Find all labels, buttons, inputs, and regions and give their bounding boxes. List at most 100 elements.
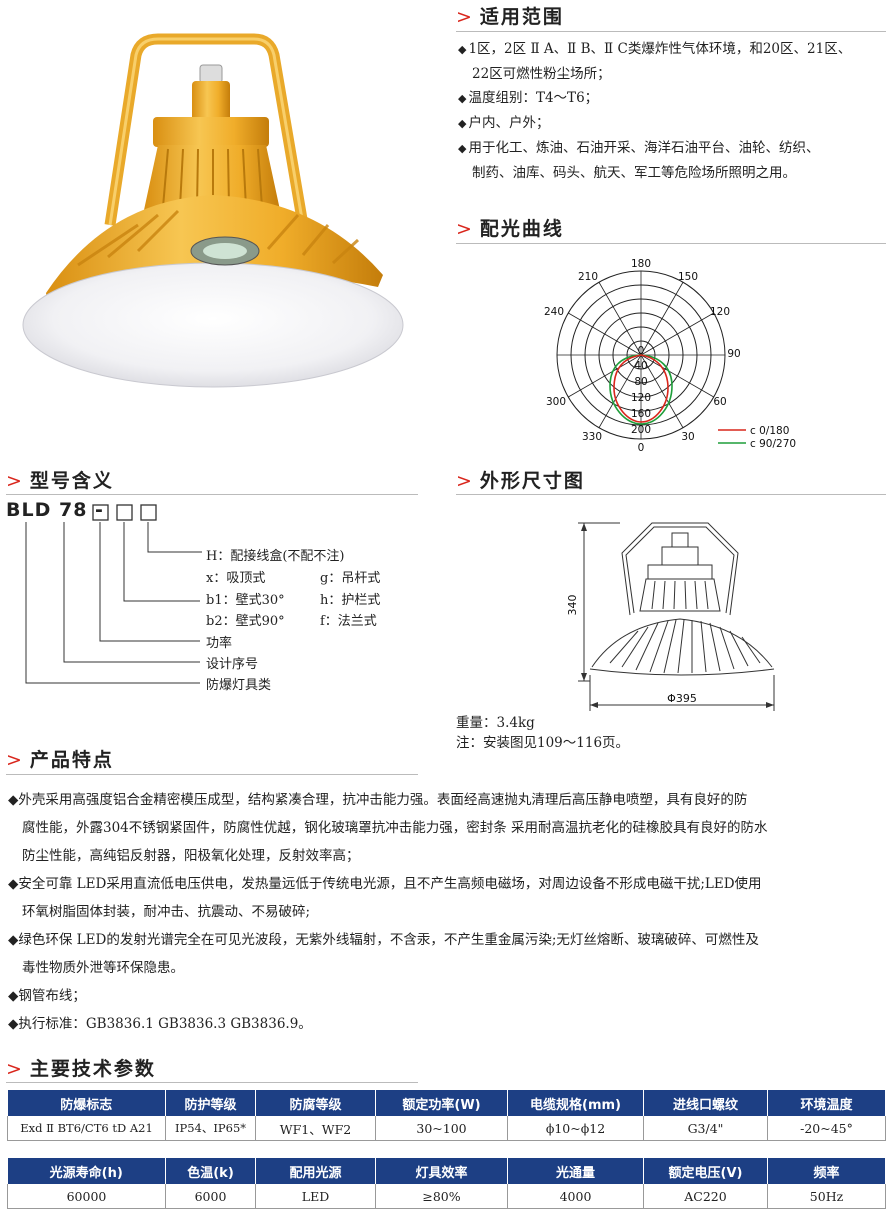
list-item: 制药、油库、码头、航天、军工等危险场所照明之用。 [472, 165, 796, 181]
table-row: Exd Ⅱ BT6/CT6 tD A21 IP54、IP65* WF1、WF2 … [7, 1116, 886, 1141]
list-item: ◆安全可靠 LED采用直流低电压供电，发热量远低于传统电光源，且不产生高频电磁场… [8, 876, 762, 892]
arrow-icon: > [6, 470, 24, 492]
table-header-row: 防爆标志 防护等级 防腐等级 额定功率(W) 电缆规格(mm) 进线口螺纹 环境… [7, 1090, 886, 1116]
height-dim: 340 [566, 595, 579, 616]
list-item: ◆户内、户外； [458, 115, 550, 131]
list-item: 毒性物质外泄等环保隐患。 [22, 960, 184, 976]
table-row: 60000 6000 LED ≥80% 4000 AC220 50Hz [7, 1184, 886, 1209]
angle-label: 30 [681, 431, 694, 443]
width-dim: Φ395 [667, 692, 697, 705]
table-cell: AC220 [643, 1184, 768, 1209]
angle-label: 120 [710, 306, 730, 318]
divider [6, 494, 418, 495]
table-cell: -20~45° [767, 1116, 886, 1141]
column-header: 配用光源 [255, 1158, 376, 1184]
table-cell: 6000 [165, 1184, 256, 1209]
polar-spoke [640, 312, 714, 356]
column-header: 色温(k) [165, 1158, 256, 1184]
angle-label: 150 [678, 271, 698, 283]
table-header-row: 光源寿命(h) 色温(k) 配用光源 灯具效率 光通量 额定电压(V) 频率 [7, 1158, 886, 1184]
radial-label: 160 [631, 408, 651, 420]
table-cell: G3/4" [643, 1116, 768, 1141]
column-header: 环境温度 [767, 1090, 886, 1116]
model-line-b1: b1：壁式30° [206, 593, 285, 608]
features-title: >产品特点 [6, 749, 114, 771]
model-line-g: g：吊杆式 [320, 571, 381, 586]
spec-table-2: 光源寿命(h) 色温(k) 配用光源 灯具效率 光通量 额定电压(V) 频率 6… [7, 1158, 886, 1209]
list-item: ◆绿色环保 LED的发射光谱完全在可见光波段，无紫外线辐射，不含汞，不产生重金属… [8, 932, 759, 948]
list-item: 防尘性能，高纯铝反射器，阳极氧化处理，反射效率高； [22, 848, 360, 864]
radial-label: 80 [634, 376, 647, 388]
divider [456, 31, 886, 32]
features-list: ◆外壳采用高强度铝合金精密模压成型，结构紧凑合理，抗冲击能力强。表面经高速抛丸清… [8, 786, 886, 1038]
list-item: ◆用于化工、炼油、石油开采、海洋石油平台、油轮、纺织、 [458, 140, 820, 156]
angle-label: 60 [713, 396, 726, 408]
curve-title: >配光曲线 [456, 218, 564, 240]
polar-spoke [640, 354, 714, 398]
model-line-x: x：吸顶式 [206, 571, 266, 586]
polar-spoke [640, 282, 684, 356]
spec-table-1: 防爆标志 防护等级 防腐等级 额定功率(W) 电缆规格(mm) 进线口螺纹 环境… [7, 1090, 886, 1141]
model-line-design: 设计序号 [206, 657, 259, 672]
model-line-h2: h：护栏式 [320, 593, 381, 608]
divider [6, 1082, 418, 1083]
column-header: 额定电压(V) [643, 1158, 768, 1184]
polar-spoke [568, 312, 642, 356]
arrow-icon: > [456, 470, 474, 492]
list-item: ◆1区，2区 Ⅱ A、Ⅱ B、Ⅱ C类爆炸性气体环境，和20区、21区、 [458, 41, 852, 57]
curve-c0 [613, 354, 669, 423]
scope-list: ◆1区，2区 Ⅱ A、Ⅱ B、Ⅱ C类爆炸性气体环境，和20区、21区、 22区… [458, 37, 892, 185]
column-header: 防护等级 [165, 1090, 256, 1116]
arrow-icon: > [6, 1058, 24, 1080]
install-note: 注：安装图见109～116页。 [456, 735, 630, 751]
divider [456, 243, 886, 244]
arrow-icon: > [6, 749, 24, 771]
radial-label: 40 [634, 360, 647, 372]
dims-title: >外形尺寸图 [456, 470, 585, 492]
column-header: 防爆标志 [7, 1090, 166, 1116]
model-line-power: 功率 [206, 636, 233, 651]
table-cell: 50Hz [767, 1184, 886, 1209]
angle-label: 240 [544, 306, 564, 318]
table-cell: 30~100 [375, 1116, 508, 1141]
polar-spoke [640, 354, 684, 428]
model-line-type: 防爆灯具类 [206, 678, 272, 693]
list-item: ◆执行标准：GB3836.1 GB3836.3 GB3836.9。 [8, 1016, 312, 1032]
angle-label: 0 [638, 442, 645, 454]
angle-label: 300 [546, 396, 566, 408]
polar-chart: 180 150 120 90 60 30 0 330 300 240 210 0… [544, 258, 796, 454]
list-item: ◆钢管布线； [8, 988, 86, 1004]
angle-label: 180 [631, 258, 651, 270]
legend-label: c 0/180 [750, 425, 789, 437]
table-cell: LED [255, 1184, 376, 1209]
column-header: 灯具效率 [375, 1158, 508, 1184]
arrow-icon: > [456, 6, 474, 28]
weight-text: 重量：3.4kg [456, 715, 535, 731]
legend-label: c 90/270 [750, 438, 796, 450]
product-photo [22, 33, 404, 388]
scope-title: >适用范围 [456, 6, 564, 28]
specs-title: >主要技术参数 [6, 1058, 156, 1080]
radial-label: 120 [631, 392, 651, 404]
column-header: 电缆规格(mm) [507, 1090, 644, 1116]
model-diagram [25, 504, 202, 684]
list-item: ◆温度组别：T4～T6； [458, 90, 599, 106]
table-cell: ϕ10~ϕ12 [507, 1116, 644, 1141]
column-header: 频率 [767, 1158, 886, 1184]
model-line-b2: b2：壁式90° [206, 614, 285, 629]
column-header: 光通量 [507, 1158, 644, 1184]
table-cell: WF1、WF2 [255, 1116, 376, 1141]
table-cell: 60000 [7, 1184, 166, 1209]
column-header: 进线口螺纹 [643, 1090, 768, 1116]
column-header: 防腐等级 [255, 1090, 376, 1116]
list-item: 腐性能，外露304不锈钢紧固件，防腐性优越，钢化玻璃罩抗冲击能力强，密封条 采用… [22, 820, 768, 836]
dimension-drawing: 340 Φ395 [566, 522, 775, 711]
polar-spoke [598, 282, 642, 356]
list-item: 环氧树脂固体封装，耐冲击、抗震动、不易破碎; [22, 904, 311, 920]
arrow-icon: > [456, 218, 474, 240]
curve-c90 [609, 354, 673, 425]
angle-label: 330 [582, 431, 602, 443]
model-title: >型号含义 [6, 470, 114, 492]
list-item: ◆外壳采用高强度铝合金精密模压成型，结构紧凑合理，抗冲击能力强。表面经高速抛丸清… [8, 792, 748, 808]
divider [6, 774, 418, 775]
